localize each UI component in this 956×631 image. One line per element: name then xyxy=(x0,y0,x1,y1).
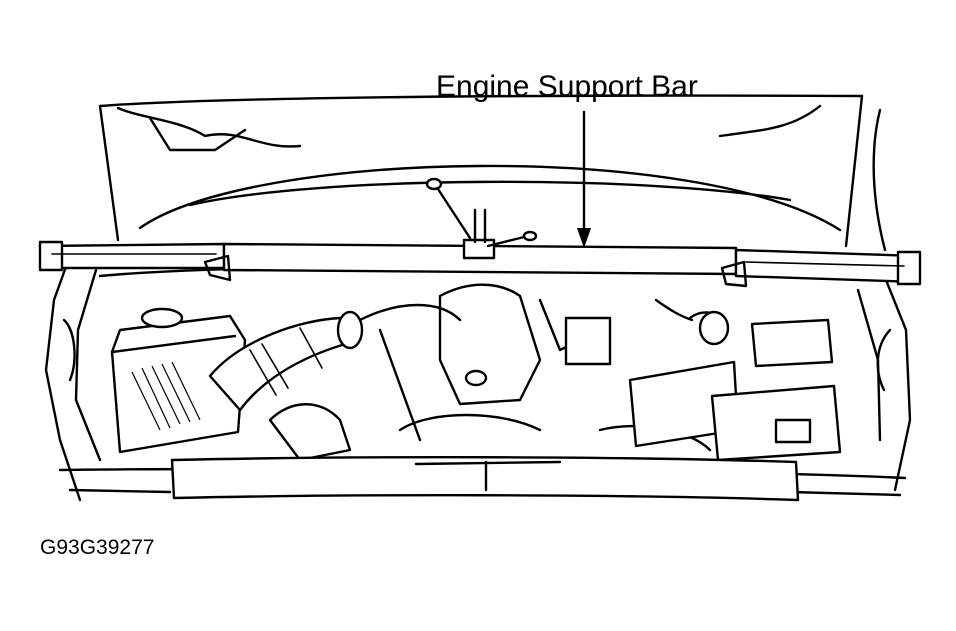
open-hood xyxy=(98,94,887,252)
battery xyxy=(628,298,842,462)
coolant-reservoir xyxy=(110,307,247,454)
figure-id: G93G39277 xyxy=(40,536,155,559)
engine-block xyxy=(268,283,712,462)
radiator-support xyxy=(170,456,800,502)
callout-arrow xyxy=(577,110,591,248)
air-intake-hose xyxy=(208,303,462,412)
engine-support-bar xyxy=(38,177,922,288)
